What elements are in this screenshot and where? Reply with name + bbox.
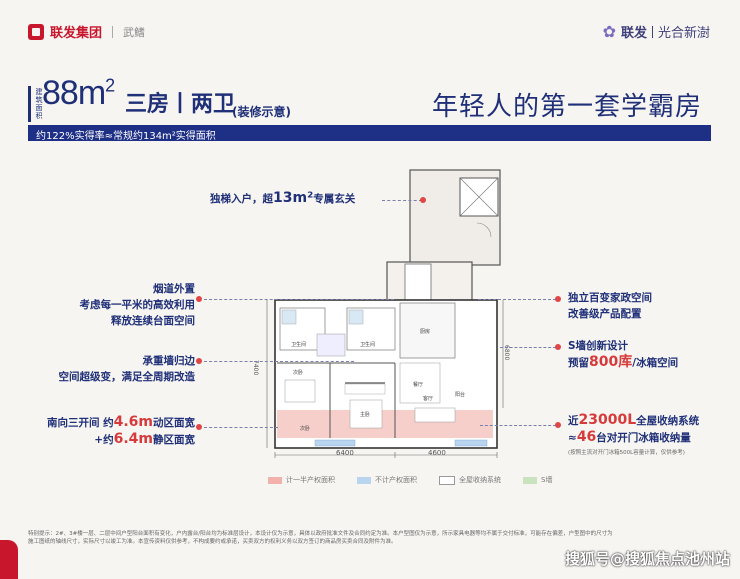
callout-swall: S墙创新设计 预留800库/冰箱空间 [568,338,678,371]
room-bath2-label: 卫生间 [360,341,375,348]
slogan: 年轻人的第一套学霸房 [431,92,702,122]
city-name: 武鳍 [123,25,146,39]
storage-footnote: (按照主流对开门冰箱500L容量计算，仅供参考) [568,450,685,456]
red-corner-tab [0,540,18,579]
watermark: 搜狐号@搜狐焦点池州站 [564,550,730,568]
entrance-dot [420,197,426,203]
logo-divider [112,25,114,38]
legend-swatch-white [439,475,455,485]
storage-text-6a: ≈ [568,432,577,444]
room-bed3-label: 次卧 [300,425,310,432]
floor-plan: 玄关 厨房 卫生间 卫生间 餐厅 次卧 主卧 客厅 阳台 次卧 [266,169,504,458]
south-text-2a: +约 [94,434,114,446]
swall-text-c: /冰箱空间 [632,357,679,369]
legend-label-1: 计一半产权面积 [286,476,335,484]
callout-flue: 烟道外置 考虑每一平米的高效利用 释放连续台面空间 [40,281,196,329]
wall-dot [196,358,202,364]
storage-leader [480,425,556,426]
south-dot [196,424,202,430]
south-width-static: 6.4m [113,431,153,447]
fridge-count: 46 [576,429,597,445]
project-name: 光合新澍 [657,26,710,41]
unit-note: (装修示意) [232,105,291,119]
room-bed2-label: 主卧 [360,411,370,418]
legend-swatch-pink [268,476,282,484]
storage-text-c: 全屋收纳系统 [636,415,700,427]
flue-line-3: 释放连续台面空间 [111,315,195,327]
unit-rooms: 三房丨两卫 [125,92,236,117]
legend-swatch-green [523,476,537,484]
swall-dot [555,344,561,350]
flue-leader [204,299,394,300]
developer-name: 联发集团 [50,26,103,41]
swall-leader [500,347,556,348]
project-divider [651,25,653,38]
callout-service: 独立百变家政空间 改善级产品配置 [568,290,652,322]
room-bed1-label: 次卧 [293,369,303,376]
south-width-dynamic: 4.6m [113,414,153,430]
room-living-label: 客厅 [423,395,433,402]
flue-dot [196,296,202,302]
entrance-text-a: 独梯入户，超 [210,193,273,205]
service-line-1: 独立百变家政空间 [568,292,652,304]
service-leader [478,299,556,300]
unit-area: 88m2 [42,74,115,113]
efficiency-text: 约122%实得率≈常规约134m²实得面积 [36,131,216,142]
legend: 计一半产权面积 不计产权面积 全屋收纳系统 S墙 [268,475,552,485]
area-value: 88m [42,74,106,112]
service-line-2: 改善级产品配置 [568,308,642,320]
flower-icon: ✿ [602,22,616,41]
swall-line-1: S墙创新设计 [568,340,629,352]
dim-right: 4600 [428,449,446,457]
service-dot [555,296,561,302]
storage-dot [555,422,561,428]
entrance-text-c: 专属玄关 [313,193,356,205]
south-text-a: 南向三开间 约 [46,417,114,429]
project-logo: ✿ 联发 光合新澍 [603,22,710,41]
efficiency-bar: 约122%实得率≈常规约134m²实得面积 [28,125,711,142]
flue-line-2: 考虑每一平米的高效利用 [79,299,196,311]
legend-label-4: S墙 [541,476,553,484]
developer-logo-icon [28,23,44,40]
entrance-area: 13m² [273,190,314,206]
south-leader [204,427,278,428]
developer-logo: 联发集团 武鳍 [28,22,145,41]
swall-capacity: 800库 [589,354,633,370]
legend-item-half-area: 计一半产权面积 [268,475,335,485]
legend-item-swall: S墙 [523,475,552,485]
wall-leader [204,361,354,362]
dim-height: 7400 [252,360,259,376]
callout-entrance: 独梯入户，超13m²专属玄关 [210,190,355,207]
room-kitchen-label: 厨房 [420,328,430,335]
entrance-leader [382,200,422,201]
swall-text-a: 预留 [568,357,589,369]
south-text-2c: 静区面宽 [153,434,195,446]
dim-right-v: 6800 [503,345,510,361]
callout-wall: 承重墙归边 空间超级变，满足全周期改造 [40,353,196,385]
wall-line-2: 空间超级变，满足全周期改造 [58,371,196,383]
legend-item-storage: 全屋收纳系统 [439,475,501,485]
storage-volume: 23000L [578,412,637,428]
callout-storage: 近23000L全屋收纳系统 ≈46台对开门冰箱收纳量 [568,412,699,446]
project-brand: 联发 [620,26,647,41]
legend-label-3: 全屋收纳系统 [459,476,501,484]
room-balcony-label: 阳台 [455,391,465,398]
flue-line-1: 烟道外置 [153,283,195,295]
storage-text-6c: 台对开门冰箱收纳量 [596,432,691,444]
callout-south: 南向三开间 约4.6m动区面宽 +约6.4m静区面宽 [40,414,195,448]
room-bath1-label: 卫生间 [291,341,306,348]
area-tag: 建筑面积 [35,88,43,120]
legend-item-no-area: 不计产权面积 [357,475,417,485]
area-unit-sup: 2 [105,75,115,96]
storage-text-a: 近 [568,415,579,427]
south-text-c: 动区面宽 [153,417,195,429]
dim-left: 6400 [336,449,354,457]
room-dining-label: 餐厅 [413,381,423,388]
title-rule [28,86,31,122]
footer-disclaimer: 特别提示：2#、3#楼一层、二层中间户型阳台面积有变化，户内露台/阳台均为标准层… [28,531,613,545]
legend-label-2: 不计产权面积 [375,476,417,484]
legend-swatch-blue [357,476,371,484]
wall-line-1: 承重墙归边 [142,355,196,367]
